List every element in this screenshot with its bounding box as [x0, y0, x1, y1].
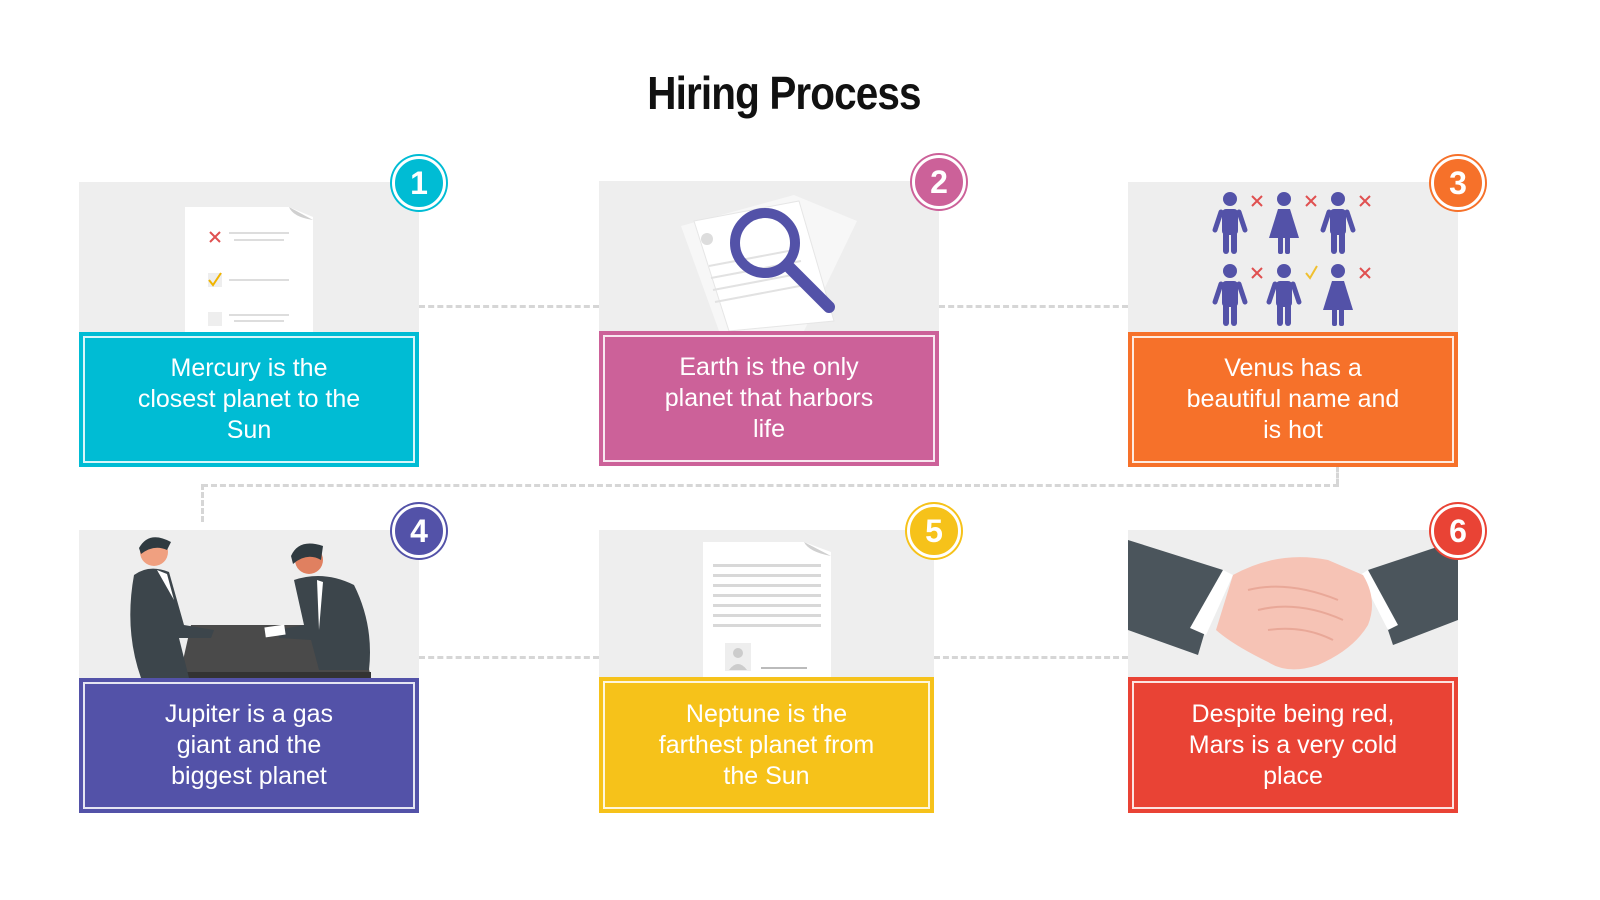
step-badge-4: 4: [392, 504, 446, 558]
step-text-box-5: Neptune is the farthest planet from the …: [599, 677, 934, 813]
reject-mark-icon: [1251, 195, 1263, 207]
step-card-3: Venus has a beautiful name and is hot: [1128, 182, 1458, 467]
step-text-3: Venus has a beautiful name and is hot: [1132, 336, 1454, 463]
male-candidate-icon: [1212, 264, 1263, 326]
male-candidate-icon: [1320, 192, 1371, 254]
connector-3-down: [1336, 466, 1339, 485]
step-text-1: Mercury is the closest planet to the Sun: [83, 336, 415, 463]
candidates-selection-icon: [1128, 182, 1458, 332]
step-text-box-1: Mercury is the closest planet to the Sun: [79, 332, 419, 467]
male-candidate-icon: [1212, 192, 1263, 254]
step-text-4: Jupiter is a gas giant and the biggest p…: [83, 682, 415, 809]
connector-4-up: [201, 484, 204, 522]
connector-4-5: [419, 656, 599, 659]
male-candidate-icon: [1266, 264, 1318, 326]
magnifier-resume-icon: [599, 181, 939, 331]
female-candidate-icon: [1269, 192, 1317, 254]
page-title: Hiring Process: [647, 67, 921, 119]
interview-icon: [79, 530, 419, 678]
step-badge-6: 6: [1431, 504, 1485, 558]
checklist-icon: [79, 182, 419, 332]
reject-mark-icon: [1359, 195, 1371, 207]
connector-row-link: [202, 484, 1339, 487]
step-badge-3: 3: [1431, 156, 1485, 210]
step-text-5: Neptune is the farthest planet from the …: [603, 681, 930, 809]
female-candidate-icon: [1323, 264, 1371, 326]
step-badge-5: 5: [907, 504, 961, 558]
step-text-box-2: Earth is the only planet that harbors li…: [599, 331, 939, 466]
handshake-icon: [1128, 530, 1458, 677]
step-card-2: Earth is the only planet that harbors li…: [599, 181, 939, 466]
connector-1-2: [419, 305, 599, 308]
connector-5-6: [934, 656, 1128, 659]
step-text-2: Earth is the only planet that harbors li…: [603, 335, 935, 462]
step-badge-2: 2: [912, 155, 966, 209]
step-text-box-3: Venus has a beautiful name and is hot: [1128, 332, 1458, 467]
reject-mark-icon: [1359, 267, 1371, 279]
reject-mark-icon: [1251, 267, 1263, 279]
step-badge-1: 1: [392, 156, 446, 210]
step-text-6: Despite being red, Mars is a very cold p…: [1132, 681, 1454, 809]
step-card-6: Despite being red, Mars is a very cold p…: [1128, 530, 1458, 813]
step-card-1: Mercury is the closest planet to the Sun: [79, 182, 419, 467]
step-text-box-4: Jupiter is a gas giant and the biggest p…: [79, 678, 419, 813]
reject-mark-icon: [1305, 195, 1317, 207]
connector-2-3: [939, 305, 1128, 308]
step-card-4: Jupiter is a gas giant and the biggest p…: [79, 530, 419, 813]
step-card-5: Neptune is the farthest planet from the …: [599, 530, 934, 813]
accept-mark-icon: [1305, 265, 1318, 280]
step-text-box-6: Despite being red, Mars is a very cold p…: [1128, 677, 1458, 813]
contract-icon: [599, 530, 934, 677]
